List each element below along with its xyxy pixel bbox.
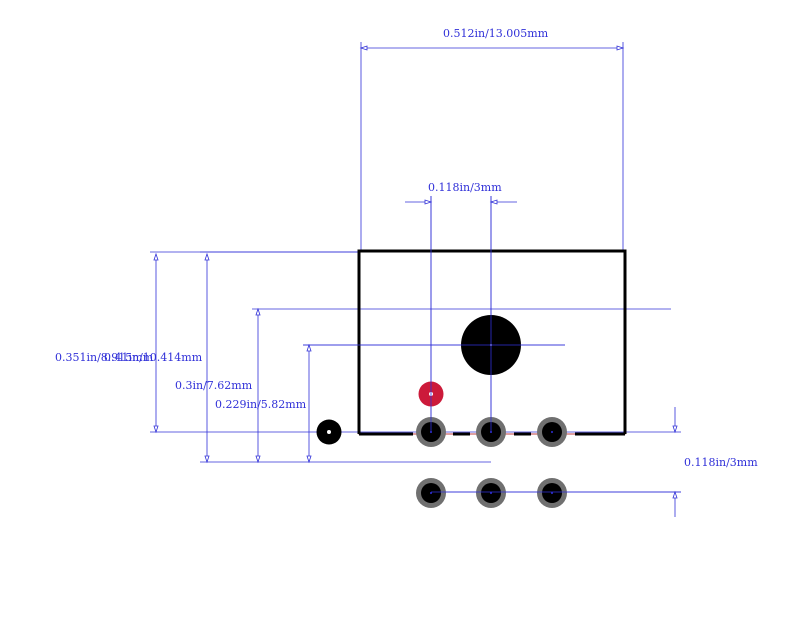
pad-row-1 bbox=[416, 417, 567, 447]
overall-width-label: 0.512in/13.005mm bbox=[443, 27, 549, 40]
height-c-label: 0.3in/7.62mm bbox=[175, 379, 253, 392]
row-pitch-label: 0.118in/3mm bbox=[684, 456, 758, 469]
dimension-lines bbox=[153, 45, 678, 517]
height-b-label: 0.41in/10.414mm bbox=[104, 351, 203, 364]
extension-lines bbox=[150, 42, 681, 493]
height-d-label: 0.229in/5.82mm bbox=[215, 398, 307, 411]
pad bbox=[537, 417, 567, 447]
pad bbox=[537, 478, 567, 508]
alignment-dot bbox=[316, 419, 342, 445]
pad-row-2 bbox=[416, 478, 567, 508]
pad bbox=[416, 478, 446, 508]
pin-pitch-label: 0.118in/3mm bbox=[428, 181, 502, 194]
height-a-label: 0.351in/8.915mm bbox=[55, 351, 154, 364]
pad bbox=[476, 478, 506, 508]
